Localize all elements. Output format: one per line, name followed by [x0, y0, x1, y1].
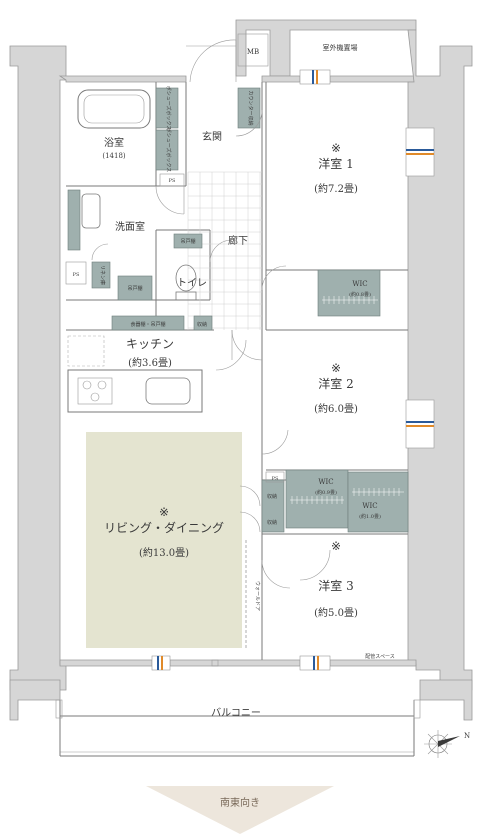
window-markers — [55, 69, 435, 719]
washroom-name: 洗面室 — [115, 220, 145, 233]
kitchen-counter — [67, 335, 203, 413]
western1-mark: ※ — [331, 141, 341, 155]
wic1-size: (約0.8畳) — [349, 291, 371, 298]
shoebox-label-2: ポシューズボックス — [165, 128, 172, 173]
ps-label-3: PS — [272, 476, 279, 482]
western2-mark: ※ — [331, 361, 341, 375]
outdoor-unit-label: 室外機置場 — [323, 43, 358, 52]
western1-name: 洋室 1 — [318, 156, 353, 171]
wic1-name: WIC — [352, 280, 367, 288]
orientation-label: 南東向き — [220, 796, 260, 809]
kitchen-size: (約3.6畳) — [128, 356, 172, 369]
ps-label-1: PS — [169, 178, 176, 184]
storage-label-b: 収納 — [267, 493, 277, 500]
bathtub — [77, 89, 151, 129]
western2-name: 洋室 2 — [318, 376, 353, 391]
wic2-size: (約0.9畳) — [315, 489, 337, 496]
toilet-name: トイレ — [177, 278, 207, 289]
hanging-cupboard-label-2: 吊戸棚 — [127, 285, 142, 292]
ps-label-2: PS — [73, 272, 80, 278]
mb-label: MB — [247, 48, 259, 56]
wic3-size: (約1.0畳) — [359, 513, 381, 520]
wic3-name: WIC — [362, 502, 377, 510]
balcony-name: バルコニー — [211, 707, 261, 719]
food-storage-label: 食器棚・吊戸棚 — [130, 321, 165, 328]
orientation-band: 南東向き — [146, 786, 334, 834]
room-labels: ※ 洋室 1 (約7.2畳) ※ 洋室 2 (約6.0畳) ※ 洋室 3 (約5… — [102, 130, 358, 719]
wash-basin — [81, 193, 101, 229]
western3-mark: ※ — [331, 539, 341, 553]
hallway-name: 廊下 — [228, 234, 248, 247]
western3-name: 洋室 3 — [318, 578, 353, 593]
linen-label: リネン庫 — [99, 265, 106, 285]
kitchen-name: キッチン — [126, 337, 174, 351]
storage-label-a: 収納 — [197, 321, 207, 328]
bath-name: 浴室 — [104, 136, 124, 149]
shoebox-label-1: ポシューズボックス — [165, 86, 172, 131]
aircon-space-label: 配管スペース — [365, 653, 394, 660]
counter-storage-label: カウンター収納 — [247, 90, 254, 125]
western1-size: (約7.2畳) — [314, 182, 358, 195]
bath-size: (1418) — [102, 152, 126, 160]
wic2-name: WIC — [318, 478, 333, 486]
fixture-labels: MB 室外機置場 PS PS PS WIC (約0.8畳) WIC (約0.9畳… — [65, 33, 395, 660]
door-swings — [91, 39, 331, 650]
compass: N — [424, 730, 470, 758]
living-size: (約13.0畳) — [139, 546, 189, 559]
entrance-tile-grid — [187, 171, 262, 330]
living-mark: ※ — [159, 505, 169, 519]
living-name: リビング・ダイニング — [104, 520, 224, 535]
storage-blocks — [67, 87, 409, 533]
storage-label-c: 収納 — [267, 519, 277, 526]
western3-size: (約5.0畳) — [314, 606, 358, 619]
north-label: N — [464, 732, 470, 740]
western2-size: (約6.0畳) — [314, 402, 358, 415]
entrance-name: 玄関 — [202, 130, 222, 143]
wic-hanger-rails — [290, 296, 404, 504]
walldoor-label: ウォールドア — [254, 581, 261, 611]
hanging-cupboard-label-1: 吊戸棚 — [180, 238, 195, 245]
living-dining-floor — [86, 432, 242, 648]
toilet-bowl — [175, 264, 197, 301]
